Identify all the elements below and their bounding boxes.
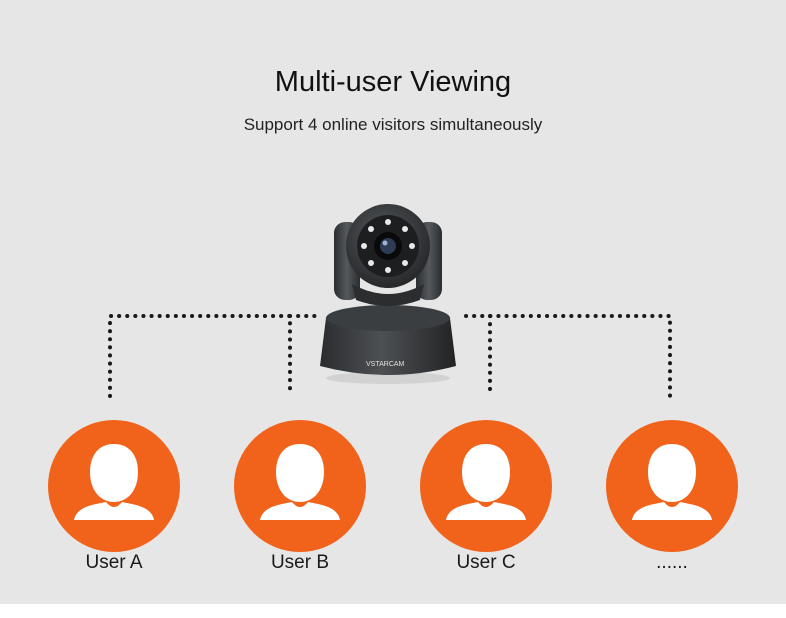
user-icon	[420, 420, 552, 552]
camera-brand-logo: VSTARCAM	[366, 361, 405, 368]
user-label-b: User B	[270, 552, 330, 573]
user-avatar-c	[420, 420, 552, 552]
page-title: Multi-user Viewing	[274, 66, 512, 98]
user-label-a: User A	[85, 552, 143, 573]
user-label-c: User C	[456, 552, 516, 573]
camera-icon	[320, 204, 456, 384]
connector-right	[464, 314, 672, 398]
user-icon	[48, 420, 180, 552]
user-avatar-b	[234, 420, 366, 552]
user-icon	[606, 420, 738, 552]
page-subtitle: Support 4 online visitors simultaneously	[243, 115, 543, 134]
user-avatar-a	[48, 420, 180, 552]
connector-left	[108, 314, 324, 398]
user-icon	[234, 420, 366, 552]
user-label-more: ......	[656, 552, 688, 573]
user-avatar-more	[606, 420, 738, 552]
connection-diagram: VSTARCAM	[108, 204, 672, 398]
